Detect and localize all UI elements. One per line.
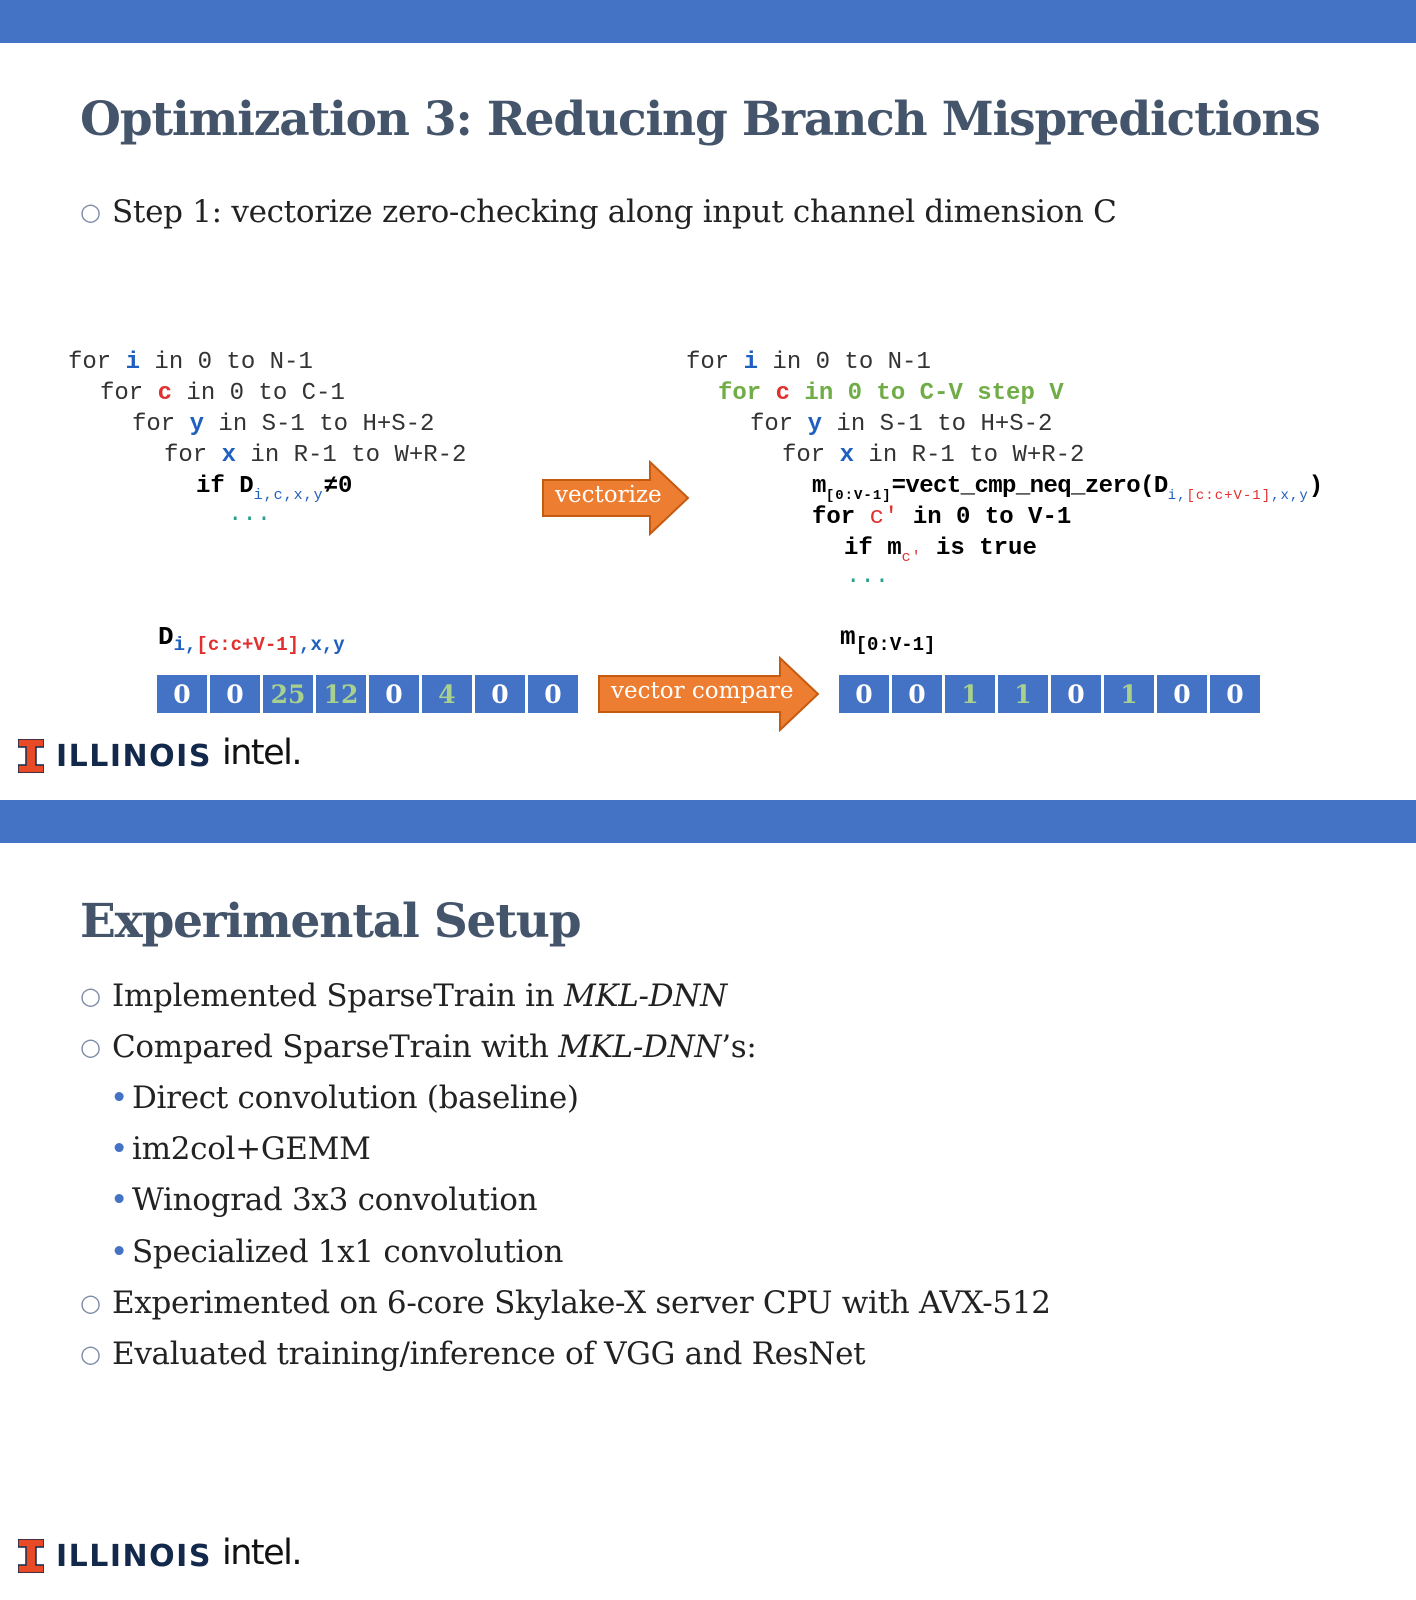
- bullet-circle-icon: ○: [80, 1339, 101, 1368]
- vectorize-arrow: vectorize: [542, 459, 690, 537]
- code-left: for i in 0 to N-1 for c in 0 to C-1 for …: [68, 348, 466, 564]
- vector-cell-nonzero: 12: [316, 675, 366, 713]
- vector-cell: 0: [1157, 675, 1207, 713]
- bullet-implemented: ○Implemented SparseTrain in MKL-DNN: [80, 978, 727, 1014]
- vector-cell: 0: [528, 675, 578, 713]
- vector-cell: 0: [1051, 675, 1101, 713]
- slide-branch-mispredictions: Optimization 3: Reducing Branch Mispredi…: [0, 0, 1416, 777]
- vector-cell-true: 1: [945, 675, 995, 713]
- top-accent-bar: [0, 0, 1416, 43]
- vectorize-label: vectorize: [555, 482, 662, 508]
- bullet-dot-icon: •: [110, 1182, 128, 1218]
- vector-cell-true: 1: [998, 675, 1048, 713]
- bullet-compared: ○Compared SparseTrain with MKL-DNN’s:: [80, 1029, 757, 1065]
- vector-compare-arrow: vector compare: [598, 655, 820, 733]
- bullet-circle-icon: ○: [80, 197, 101, 226]
- footer-logos: ILLINOIS intel.: [18, 1533, 338, 1577]
- bullet-circle-icon: ○: [80, 1288, 101, 1317]
- code-line: for x in R-1 to W+R-2: [164, 442, 467, 469]
- sub-bullet: •Specialized 1x1 convolution: [110, 1234, 564, 1270]
- vector-cell-true: 1: [1104, 675, 1154, 713]
- vector-compare-label: vector compare: [611, 678, 794, 704]
- code-line: for y in S-1 to H+S-2: [132, 411, 435, 438]
- code-ellipsis: ...: [846, 563, 890, 590]
- slide-title: Optimization 3: Reducing Branch Mispredi…: [80, 92, 1321, 147]
- code-line: for i in 0 to N-1: [686, 349, 931, 376]
- vector-cell-nonzero: 25: [263, 675, 313, 713]
- bullet-dot-icon: •: [110, 1234, 128, 1270]
- bullet-evaluated: ○Evaluated training/inference of VGG and…: [80, 1336, 866, 1372]
- illinois-block-i-icon: [18, 1539, 44, 1573]
- slide-experimental-setup: Experimental Setup ○Implemented SparseTr…: [0, 800, 1416, 1600]
- code-line: for y in S-1 to H+S-2: [750, 411, 1053, 438]
- top-accent-bar: [0, 800, 1416, 843]
- code-line: for c′ in 0 to V-1: [812, 504, 1072, 531]
- illinois-logo-text: ILLINOIS: [56, 739, 212, 774]
- sub-bullet: •im2col+GEMM: [110, 1131, 371, 1167]
- bullet-experimented: ○Experimented on 6-core Skylake-X server…: [80, 1285, 1051, 1321]
- code-line: for c in 0 to C-V step V: [718, 380, 1064, 407]
- intel-logo-text: intel.: [222, 733, 303, 773]
- sub-bullet: •Direct convolution (baseline): [110, 1080, 579, 1116]
- code-line: for x in R-1 to W+R-2: [782, 442, 1085, 469]
- d-vector-label: Di,[c:c+V-1],x,y: [158, 622, 345, 656]
- arrow-right-icon: [598, 655, 820, 733]
- code-line: if mc′ is true: [844, 535, 1037, 566]
- vector-cell: 0: [1210, 675, 1260, 713]
- bullet-circle-icon: ○: [80, 1032, 101, 1061]
- illinois-block-i-icon: [18, 739, 44, 773]
- code-right: for i in 0 to N-1 for c in 0 to C-V step…: [686, 348, 1323, 618]
- bullet-dot-icon: •: [110, 1080, 128, 1116]
- sub-bullet: •Winograd 3x3 convolution: [110, 1182, 538, 1218]
- code-ellipsis: ...: [228, 501, 272, 528]
- intel-logo-text: intel.: [222, 1533, 303, 1573]
- footer-logos: ILLINOIS intel.: [18, 733, 338, 777]
- code-line: m[0:V-1]=vect_cmp_neq_zero(Di,[c:c+V-1],…: [812, 473, 1323, 504]
- code-line: for i in 0 to N-1: [68, 349, 313, 376]
- vector-cell: 0: [475, 675, 525, 713]
- m-vector: 0 0 1 1 0 1 0 0: [839, 675, 1263, 713]
- vector-cell-nonzero: 4: [422, 675, 472, 713]
- bullet-circle-icon: ○: [80, 981, 101, 1010]
- bullet-dot-icon: •: [110, 1131, 128, 1167]
- vector-cell: 0: [157, 675, 207, 713]
- vector-cell: 0: [369, 675, 419, 713]
- slide-title: Experimental Setup: [80, 894, 582, 949]
- illinois-logo-text: ILLINOIS: [56, 1539, 212, 1574]
- d-vector: 0 0 25 12 0 4 0 0: [157, 675, 581, 713]
- vector-cell: 0: [210, 675, 260, 713]
- vector-cell: 0: [892, 675, 942, 713]
- code-line: if Di,c,x,y≠0: [196, 473, 353, 504]
- bullet-step1: ○Step 1: vectorize zero-checking along i…: [80, 194, 1117, 230]
- vector-cell: 0: [839, 675, 889, 713]
- m-vector-label: m[0:V-1]: [840, 622, 936, 656]
- code-line: for c in 0 to C-1: [100, 380, 345, 407]
- arrow-right-icon: [542, 459, 690, 537]
